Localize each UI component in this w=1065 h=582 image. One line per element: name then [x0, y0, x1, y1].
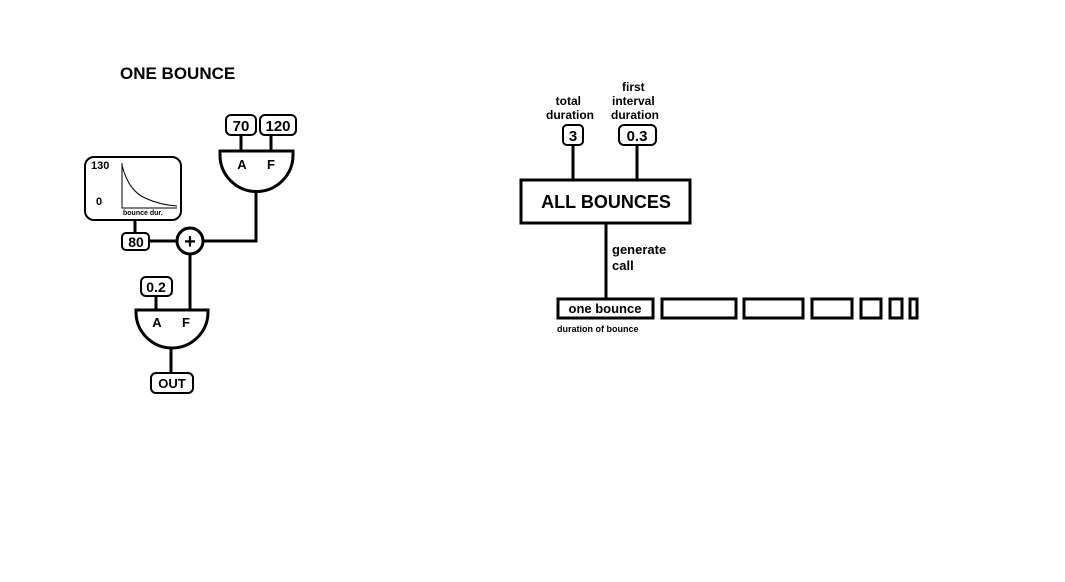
envelope-caption: bounce dur. — [123, 210, 163, 217]
bounce-box[interactable] — [859, 297, 883, 320]
bounce-box[interactable] — [660, 297, 738, 320]
first-interval-label-line1: first — [622, 80, 645, 94]
amp-value-box-70[interactable]: 70 — [225, 114, 257, 136]
freq-value-box-120[interactable]: 120 — [259, 114, 297, 136]
generate-call-label-line2: call — [612, 258, 634, 273]
first-interval-label-line3: duration — [611, 108, 659, 122]
first-interval-label: first interval duration — [611, 80, 659, 122]
svg-text:0.3: 0.3 — [627, 128, 648, 145]
bounce-box[interactable] — [908, 297, 919, 320]
svg-text:120: 120 — [265, 118, 290, 135]
envelope-box[interactable]: 130 0 bounce dur. — [84, 156, 182, 221]
osc-bottom-freq-label: F — [182, 315, 190, 330]
oscillator-bottom[interactable]: A F — [134, 308, 210, 350]
first-interval-label-line2: interval — [612, 94, 655, 108]
svg-text:70: 70 — [233, 118, 250, 135]
generate-call-label-line1: generate — [612, 242, 666, 257]
first-interval-value-box[interactable]: 0.3 — [618, 124, 657, 146]
total-duration-value-box[interactable]: 3 — [562, 124, 584, 146]
adder-symbol: + — [184, 231, 196, 253]
adder-input-value-box[interactable]: 80 — [121, 232, 150, 251]
osc-top-amp-label: A — [237, 157, 247, 172]
bounce-box-first[interactable]: one bounce — [556, 297, 655, 320]
total-duration-label: total duration — [546, 94, 594, 122]
envelope-decay-curve — [121, 164, 178, 207]
osc-top-to-adder-wire — [204, 190, 258, 243]
total-duration-label-line1: total — [556, 94, 581, 108]
output-label: OUT — [158, 376, 186, 391]
amp-value-box-0-2[interactable]: 0.2 — [140, 276, 173, 297]
bounce-box[interactable] — [888, 297, 904, 320]
svg-text:80: 80 — [128, 234, 144, 250]
bounce-box[interactable] — [742, 297, 805, 320]
oscillator-top[interactable]: A F — [218, 149, 295, 193]
generate-call-label: generate call — [612, 242, 670, 273]
envelope-max-label: 130 — [91, 160, 109, 172]
osc-top-freq-label: F — [267, 157, 275, 172]
output-node[interactable]: OUT — [150, 372, 194, 394]
total-duration-label-line2: duration — [546, 108, 594, 122]
osc-bottom-amp-label: A — [152, 315, 162, 330]
adder-node[interactable]: + — [175, 226, 205, 256]
bounce-caption: duration of bounce — [557, 324, 639, 334]
all-bounces-box[interactable]: ALL BOUNCES — [519, 178, 692, 225]
svg-text:3: 3 — [569, 128, 577, 145]
all-bounces-title: ALL BOUNCES — [541, 192, 671, 212]
bounce-box[interactable] — [810, 297, 854, 320]
svg-text:0.2: 0.2 — [146, 279, 166, 295]
envelope-min-label: 0 — [96, 196, 102, 208]
envelope-axes — [121, 163, 177, 209]
one-bounce-title: ONE BOUNCE — [120, 64, 235, 83]
one-bounce-label: one bounce — [569, 301, 642, 316]
